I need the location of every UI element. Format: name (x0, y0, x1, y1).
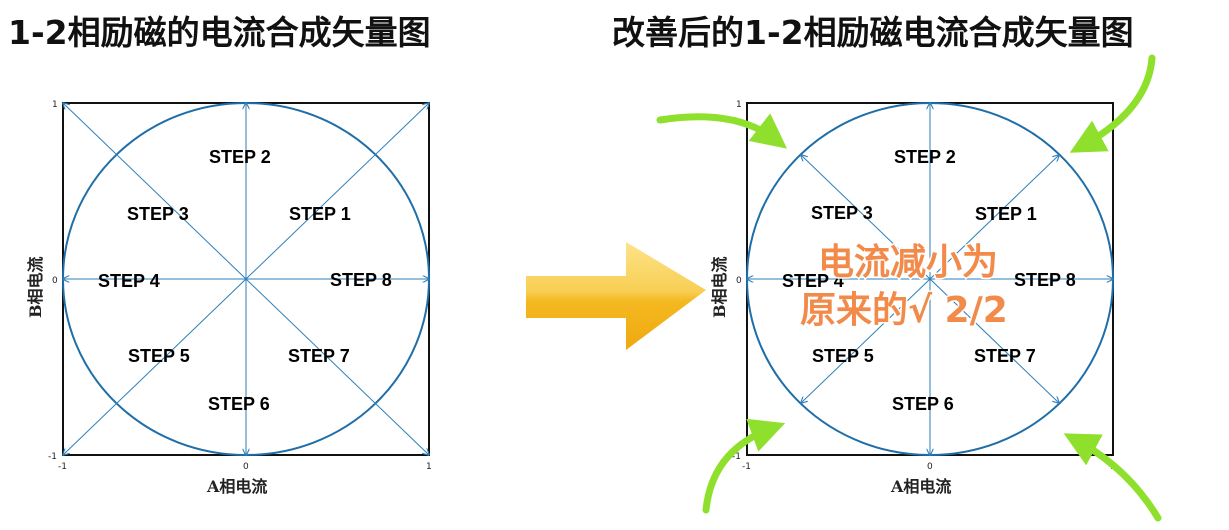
right-step-3-label: STEP 3 (811, 203, 873, 223)
right-step-2-label: STEP 2 (894, 147, 956, 167)
pointer-arrow-bottom-left-icon (702, 418, 786, 514)
left-vector-step-1 (245, 103, 429, 280)
left-vector-step-5 (63, 278, 247, 455)
right-vector-step-3 (801, 155, 931, 280)
right-panel-title: 改善后的1-2相励磁电流合成矢量图 (612, 13, 1134, 52)
left-step-1-label: STEP 1 (289, 204, 351, 224)
right-x-tick-mid: 0 (927, 462, 933, 472)
callout-line-2: 原来的√ 2/2 (800, 290, 1008, 331)
left-step-3-label: STEP 3 (127, 204, 189, 224)
left-y-axis-label: B相电流 (26, 256, 45, 318)
callout-line-1: 电流减小为 (818, 242, 998, 283)
left-x-tick-right: 1 (426, 462, 432, 472)
right-y-tick-bottom: -1 (732, 452, 741, 462)
pointer-arrow-bottom-right-icon (1063, 433, 1162, 522)
left-y-tick-top: 1 (52, 100, 58, 110)
left-step-2-label: STEP 2 (209, 147, 271, 167)
left-step-8-label: STEP 8 (330, 270, 392, 290)
left-step-5-label: STEP 5 (128, 346, 190, 366)
right-x-tick-left: -1 (742, 462, 751, 472)
left-x-tick-mid: 0 (243, 462, 249, 472)
left-step-4-label: STEP 4 (98, 271, 160, 291)
right-y-tick-top: 1 (736, 100, 742, 110)
pointer-arrow-top-left-icon (656, 113, 788, 149)
left-panel-title: 1-2相励磁的电流合成矢量图 (8, 13, 431, 52)
left-x-tick-left: -1 (58, 462, 67, 472)
right-step-7-label: STEP 7 (974, 346, 1036, 366)
left-vector-diagram: STEP 2 STEP 3 STEP 1 STEP 4 STEP 8 STEP … (26, 100, 432, 496)
right-y-axis-label: B相电流 (710, 256, 729, 318)
right-step-8-label: STEP 8 (1014, 270, 1076, 290)
left-x-axis-label: A相电流 (206, 477, 267, 496)
right-vector-step-1 (929, 155, 1059, 280)
pointer-arrow-top-right-icon (1069, 54, 1156, 153)
right-y-tick-mid: 0 (736, 276, 742, 286)
left-vector-step-7 (245, 278, 429, 455)
left-y-tick-bottom: -1 (48, 452, 57, 462)
right-step-6-label: STEP 6 (892, 394, 954, 414)
left-y-tick-mid: 0 (52, 276, 58, 286)
left-vector-step-3 (63, 103, 247, 280)
right-step-5-label: STEP 5 (812, 346, 874, 366)
right-vector-step-7 (929, 278, 1059, 403)
transition-arrow-icon (526, 242, 706, 350)
right-step-1-label: STEP 1 (975, 204, 1037, 224)
right-x-axis-label: A相电流 (890, 477, 951, 496)
right-step-4-label: STEP 4 (782, 271, 844, 291)
left-step-6-label: STEP 6 (208, 394, 270, 414)
right-vector-step-5 (801, 278, 931, 403)
right-vector-diagram: STEP 2 STEP 3 STEP 1 STEP 4 STEP 8 STEP … (710, 100, 1116, 496)
left-step-7-label: STEP 7 (288, 346, 350, 366)
